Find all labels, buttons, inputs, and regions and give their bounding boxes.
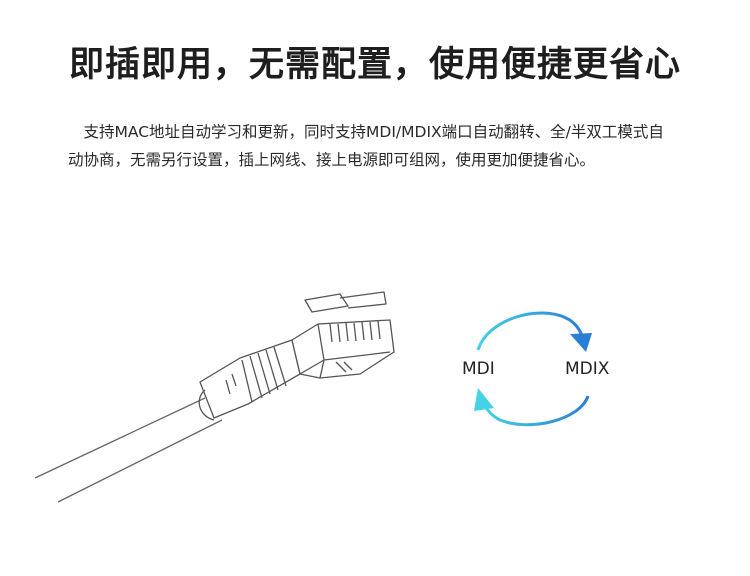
arrow-left-icon	[474, 388, 494, 411]
page-headline: 即插即用，无需配置，使用便捷更省心	[68, 45, 681, 85]
feature-description: 支持MAC地址自动学习和更新，同时支持MDI/MDIX端口自动翻转、全/半双工模…	[68, 123, 664, 169]
arrow-right-icon	[570, 333, 592, 352]
arc-bottom	[482, 395, 590, 427]
mdix-label: MDIX	[565, 359, 610, 379]
ethernet-cable-icon	[34, 291, 395, 503]
mdi-label: MDI	[462, 359, 495, 379]
arc-top	[476, 311, 584, 351]
mdi-mdix-cycle-diagram	[474, 311, 592, 427]
